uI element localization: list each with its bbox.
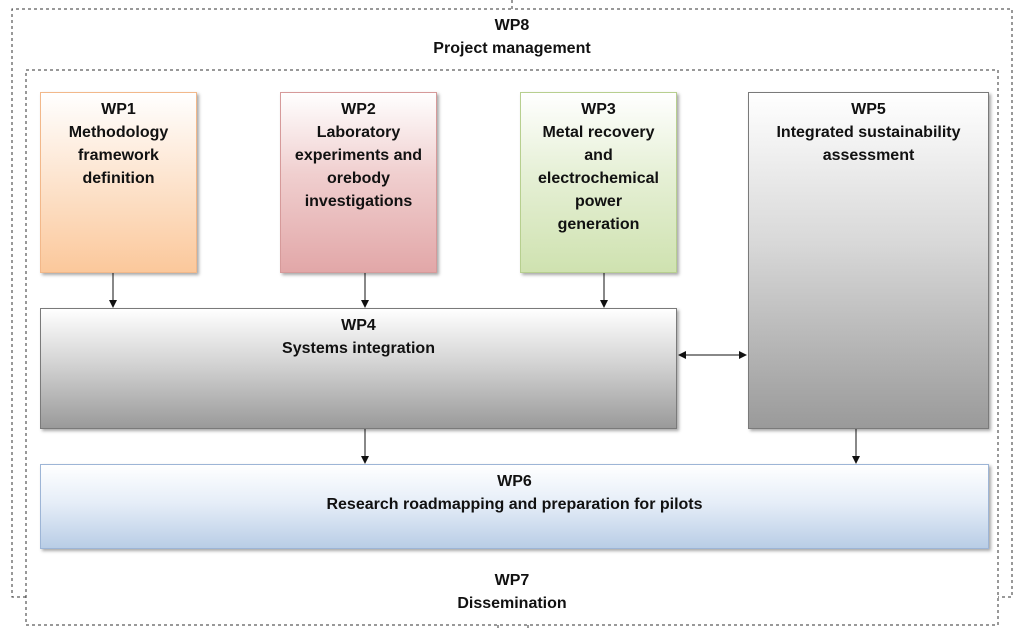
wp8-label: WP8 Project management [312,14,712,60]
wp6-box [40,464,989,549]
wp2-line: experiments and [294,147,423,164]
wp2-line: investigations [304,193,413,210]
wp8-title: Project management [433,40,591,57]
wp6-label: WP6 Research roadmapping and preparation… [40,470,989,516]
wp4-box [40,308,677,429]
wp7-label: WP7 Dissemination [362,569,662,615]
wp4-line: Systems integration [282,340,435,357]
wp3-line: generation [557,216,640,233]
wp1-line: definition [82,170,155,187]
wp2-box [280,92,437,273]
wp2-label: WP2 Laboratory experiments and orebody i… [280,98,437,213]
wp4-id: WP4 [341,317,376,334]
wp3-box [520,92,677,273]
wp3-label: WP3 Metal recovery and electrochemical p… [516,98,681,236]
wp2-id: WP2 [341,101,376,118]
wp3-id: WP3 [581,101,616,118]
wp3-line: power [574,193,623,210]
wp5-line: assessment [822,147,915,164]
wp1-line: Methodology [68,124,169,141]
wp1-label: WP1 Methodology framework definition [40,98,197,190]
wp4-label: WP4 Systems integration [40,314,677,360]
wp2-line: Laboratory [316,124,401,141]
wp7-title: Dissemination [457,595,567,612]
wp7-id: WP7 [494,572,530,589]
wp8-id: WP8 [494,17,530,34]
wp3-line: electrochemical [538,170,659,187]
wp2-line: orebody [326,170,391,187]
wp6-id: WP6 [497,473,532,490]
wp5-box [748,92,989,429]
wp3-line: Metal recovery [542,124,655,141]
wp5-id: WP5 [851,101,886,118]
wp5-label: WP5 Integrated sustainability assessment [748,98,989,167]
wp6-line: Research roadmapping and preparation for… [326,496,703,513]
wp7-frame [25,69,999,626]
wp3-line: and [584,147,613,164]
wp1-box [40,92,197,273]
wp1-id: WP1 [101,101,136,118]
wp5-line: Integrated sustainability [776,124,961,141]
wp8-frame [11,0,1013,598]
wp1-line: framework [78,147,159,164]
